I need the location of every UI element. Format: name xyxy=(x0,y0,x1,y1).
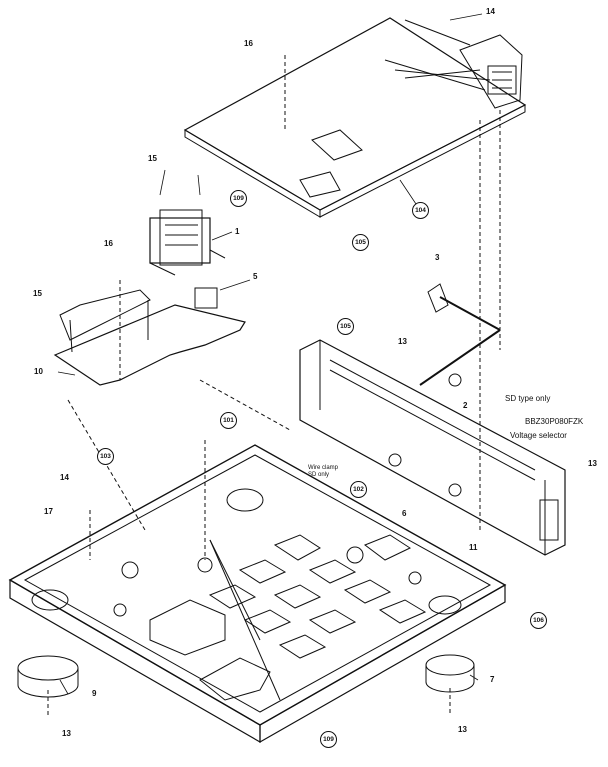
note-voltage-selector: Voltage selector xyxy=(510,431,567,440)
power-cord xyxy=(419,283,501,387)
label-5: 5 xyxy=(253,272,258,281)
label-6: 6 xyxy=(402,509,407,518)
label-13-rear: 13 xyxy=(398,337,407,346)
guide-lines xyxy=(47,55,501,715)
label-3: 3 xyxy=(435,253,440,262)
note-wire-clamp: Wire clamp xyxy=(308,465,339,471)
label-7: 7 xyxy=(490,675,495,684)
circled-label-109-bottom: 109 xyxy=(320,731,337,748)
circled-label-109-top: 109 xyxy=(230,190,247,207)
label-14-top: 14 xyxy=(486,7,495,16)
label-11: 11 xyxy=(469,543,478,552)
transformer xyxy=(149,209,226,276)
label-13-bottom-left: 13 xyxy=(62,729,71,738)
label-16-top: 16 xyxy=(244,39,253,48)
label-15-lower: 15 xyxy=(33,289,42,298)
note-wire-clamp-sd-only: SD only xyxy=(308,472,330,478)
foot-left xyxy=(17,655,79,698)
label-13-bottom-right: 13 xyxy=(458,725,467,734)
top-pcb-board xyxy=(183,17,527,218)
label-14-left: 14 xyxy=(60,473,69,482)
label-2: 2 xyxy=(463,401,468,410)
label-10: 10 xyxy=(34,367,43,376)
label-16-lower: 16 xyxy=(104,239,113,248)
note-part-code: BBZ30P080FZK xyxy=(525,417,584,426)
main-chassis xyxy=(8,444,507,744)
label-1: 1 xyxy=(235,227,240,236)
foot-right xyxy=(425,654,475,693)
rear-panel xyxy=(299,339,566,556)
label-15-upper: 15 xyxy=(148,154,157,163)
mounting-bracket xyxy=(53,287,246,386)
label-13-right: 13 xyxy=(588,459,597,468)
label-17: 17 xyxy=(44,507,53,516)
circled-label-101: 101 xyxy=(220,412,237,429)
circled-label-106-right: 106 xyxy=(530,612,547,629)
circled-label-105-top: 105 xyxy=(352,234,369,251)
circled-label-104: 104 xyxy=(412,202,429,219)
leader-lines xyxy=(57,13,483,695)
label-9: 9 xyxy=(92,689,97,698)
circled-label-105-rear: 105 xyxy=(337,318,354,335)
circled-label-102: 102 xyxy=(350,481,367,498)
note-sd-type-only: SD type only xyxy=(505,394,551,403)
circled-label-103: 103 xyxy=(97,448,114,465)
